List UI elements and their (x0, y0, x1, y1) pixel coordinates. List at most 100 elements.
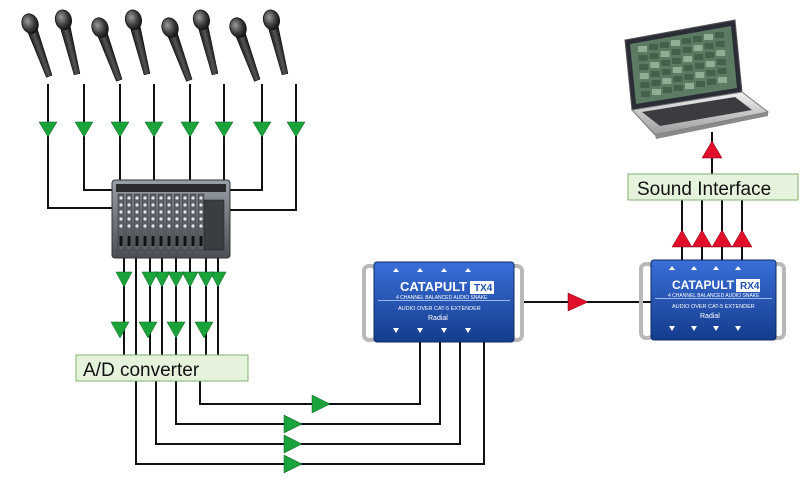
screen-cell (639, 64, 649, 70)
tx-model: TX4 (474, 283, 493, 294)
mixer-knob (167, 210, 171, 214)
screen-cell (715, 32, 724, 38)
screen-cell (693, 45, 703, 51)
mixer-knob (151, 217, 155, 221)
tx-maker: Radial (428, 315, 448, 322)
mixer-channel-strip (173, 193, 181, 251)
mixer-knob (143, 224, 147, 228)
mixer-knob (199, 217, 203, 221)
rx-brand: CATAPULT (672, 278, 735, 292)
mixer-knob (175, 196, 179, 200)
green-arrow-right (283, 434, 303, 454)
sound-interface-text: Sound Interface (637, 179, 771, 200)
microphone-grille (161, 17, 179, 38)
microphone-grille (262, 9, 280, 31)
mixer-knob (167, 196, 171, 200)
mixer-knob (135, 224, 139, 228)
mixer-knob (143, 217, 147, 221)
mixer-fader (167, 236, 171, 246)
screen-cell (673, 76, 683, 82)
red-arrow-up (691, 229, 713, 248)
catapult-rx4-unit: CATAPULT RX4 4 CHANNEL BALANCED AUDIO SN… (639, 259, 786, 341)
microphone-body (97, 31, 123, 82)
mixer-channel-strip (165, 193, 173, 251)
mixer-channel-strip (181, 193, 189, 251)
microphones-layer (21, 9, 289, 82)
green-arrow-down (141, 271, 159, 288)
mixer-knob (151, 203, 155, 207)
green-arrow-down (194, 321, 214, 339)
mixer-knob (159, 217, 163, 221)
mixer-knob (127, 210, 131, 214)
analog-line (199, 342, 421, 405)
mixer-knob (175, 203, 179, 207)
screen-cell (682, 38, 691, 44)
screen-cell (672, 58, 682, 64)
screen-cell (717, 68, 727, 74)
mixer-knob (135, 217, 139, 221)
mixer-knob (151, 210, 155, 214)
mixer-knob (119, 217, 123, 221)
green-arrow-down (167, 271, 185, 288)
microphone-body (167, 31, 193, 82)
screen-cell (684, 74, 694, 80)
rx-footer: AUDIO OVER CAT-5 EXTENDER (672, 304, 755, 310)
arrows-layer (38, 121, 753, 474)
mixer-knob (167, 224, 171, 228)
mixer-knob (151, 196, 155, 200)
microphone-icon (192, 9, 219, 76)
screen-cell (716, 50, 726, 56)
rx-model: RX4 (740, 281, 760, 292)
mixer-knob (159, 196, 163, 200)
mixer-channel-strip (149, 193, 157, 251)
green-arrow-down (138, 321, 158, 339)
mixer-knob (175, 217, 179, 221)
microphone-grille (91, 17, 109, 38)
mixer-fader (119, 236, 123, 246)
mixer-knob (183, 210, 187, 214)
screen-cell (693, 36, 702, 42)
screen-cell (696, 81, 705, 87)
mixer-knob (191, 196, 195, 200)
mixer-knob (191, 224, 195, 228)
tx-led (441, 328, 447, 333)
mixer-knob (183, 196, 187, 200)
mixer-channel-strip (125, 193, 133, 251)
screen-cell (660, 51, 670, 57)
mic-cable (83, 84, 112, 191)
red-arrow-up (731, 229, 753, 248)
screen-cell (707, 79, 716, 85)
ad-converter-label: A/D converter (75, 354, 249, 382)
mixer-fader (191, 236, 195, 246)
green-arrow-down (144, 121, 164, 138)
tx-subtitle: 4 CHANNEL BALANCED AUDIO SNAKE (396, 295, 488, 301)
tx-led (441, 268, 447, 272)
laptop-icon (624, 19, 770, 139)
green-arrow-down (180, 121, 200, 138)
mixer-knob (167, 217, 171, 221)
green-arrow-down (286, 121, 306, 138)
mixer-knob (119, 224, 123, 228)
green-arrow-down (166, 321, 186, 339)
mixer-knob (191, 203, 195, 207)
rx-led (713, 266, 719, 270)
screen-cell (671, 49, 681, 55)
microphone-body (27, 27, 53, 78)
mixer-fader (127, 236, 131, 246)
mixer-channel-strip (157, 193, 165, 251)
mixer-fader (135, 236, 139, 246)
green-arrow-down (74, 121, 94, 138)
mixer-knob (183, 224, 187, 228)
tx-led (465, 328, 471, 333)
screen-cell (639, 73, 649, 79)
green-arrow-down (110, 121, 130, 138)
mixer-knob (151, 224, 155, 228)
microphone-icon (124, 9, 151, 76)
mixer-knob (127, 224, 131, 228)
screen-cell (661, 69, 671, 75)
mixer-knob (199, 203, 203, 207)
screen-cell (662, 78, 672, 84)
mixer-fader (175, 236, 179, 246)
tx-brand: CATAPULT (400, 279, 467, 294)
